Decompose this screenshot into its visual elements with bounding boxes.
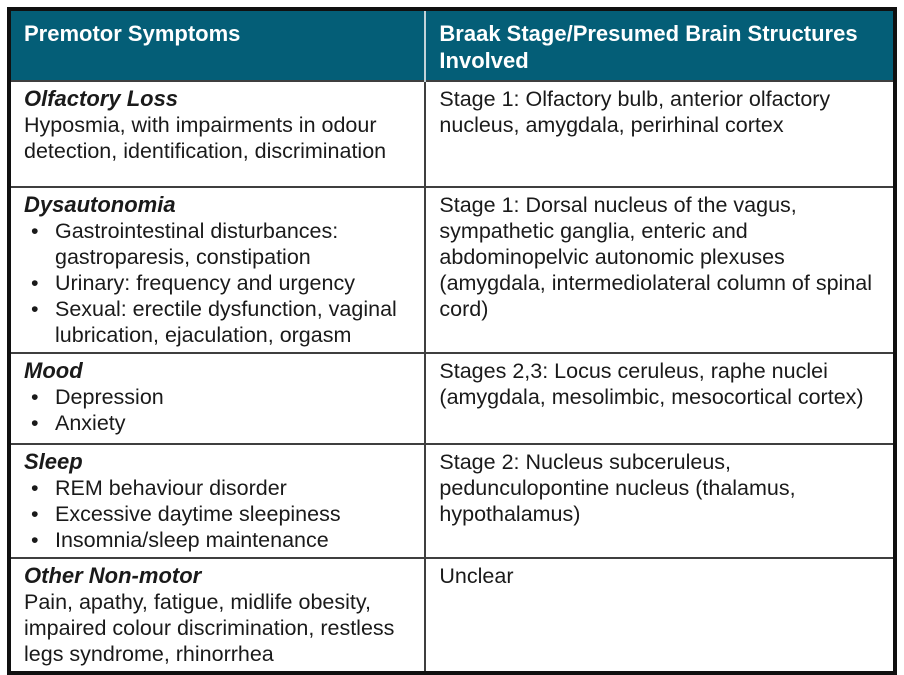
bullet-icon: • (31, 385, 39, 409)
structures-cell: Unclear (425, 557, 895, 673)
list-item-text: Excessive daytime sleepiness (55, 502, 341, 526)
list-item: • Anxiety (24, 410, 414, 436)
list-item-text: Gastrointestinal disturbances: gastropar… (55, 219, 339, 269)
symptom-title: Other Non-motor (24, 563, 202, 588)
symptom-title: Sleep (24, 449, 83, 474)
table-row: Olfactory Loss Hyposmia, with impairment… (9, 80, 895, 187)
list-item-text: Insomnia/sleep maintenance (55, 528, 329, 552)
symptom-bullet-list: • Depression • Anxiety (24, 384, 414, 436)
list-item-text: REM behaviour disorder (55, 476, 287, 500)
bullet-icon: • (31, 528, 39, 552)
list-item-text: Depression (55, 385, 164, 409)
bullet-icon: • (31, 502, 39, 526)
symptom-cell: Olfactory Loss Hyposmia, with impairment… (9, 80, 427, 187)
symptom-cell: Mood • Depression • Anxiety (9, 352, 427, 444)
symptom-title: Mood (24, 358, 83, 383)
symptom-description: Hyposmia, with impairments in odour dete… (24, 113, 387, 163)
structures-cell: Stages 2,3: Locus ceruleus, raphe nuclei… (425, 352, 895, 444)
bullet-icon: • (31, 476, 39, 500)
structures-cell: Stage 1: Dorsal nucleus of the vagus, sy… (425, 186, 895, 353)
table-row: Other Non-motor Pain, apathy, fatigue, m… (9, 557, 895, 673)
table-row: Sleep • REM behaviour disorder • Excessi… (9, 443, 895, 558)
list-item: • REM behaviour disorder (24, 475, 414, 501)
list-item-text: Anxiety (55, 411, 126, 435)
table-row: Dysautonomia • Gastrointestinal disturba… (9, 186, 895, 353)
header-row: Premotor Symptoms Braak Stage/Presumed B… (9, 9, 895, 81)
list-item-text: Urinary: frequency and urgency (55, 271, 355, 295)
list-item: • Excessive daytime sleepiness (24, 501, 414, 527)
bullet-icon: • (31, 219, 39, 243)
symptom-bullet-list: • Gastrointestinal disturbances: gastrop… (24, 218, 414, 348)
symptom-cell: Dysautonomia • Gastrointestinal disturba… (9, 186, 427, 353)
bullet-icon: • (31, 297, 39, 321)
list-item: • Urinary: frequency and urgency (24, 270, 414, 296)
structures-cell: Stage 2: Nucleus subceruleus, pedunculop… (425, 443, 895, 558)
list-item: • Gastrointestinal disturbances: gastrop… (24, 218, 414, 270)
symptom-description: Pain, apathy, fatigue, midlife obesity, … (24, 590, 395, 666)
symptom-title: Dysautonomia (24, 192, 176, 217)
symptom-cell: Other Non-motor Pain, apathy, fatigue, m… (9, 557, 427, 673)
symptom-bullet-list: • REM behaviour disorder • Excessive day… (24, 475, 414, 553)
symptom-cell: Sleep • REM behaviour disorder • Excessi… (9, 443, 427, 558)
bullet-icon: • (31, 271, 39, 295)
table-row: Mood • Depression • Anxiety Stages 2,3: … (9, 352, 895, 444)
premotor-symptoms-table: Premotor Symptoms Braak Stage/Presumed B… (7, 7, 897, 675)
list-item: • Insomnia/sleep maintenance (24, 527, 414, 553)
symptom-title: Olfactory Loss (24, 86, 179, 111)
column-header-premotor-symptoms: Premotor Symptoms (9, 9, 427, 81)
bullet-icon: • (31, 411, 39, 435)
list-item: • Depression (24, 384, 414, 410)
column-header-braak-stage: Braak Stage/Presumed Brain Structures In… (425, 9, 895, 81)
structures-cell: Stage 1: Olfactory bulb, anterior olfact… (425, 80, 895, 187)
list-item: • Sexual: erectile dysfunction, vaginal … (24, 296, 414, 348)
list-item-text: Sexual: erectile dysfunction, vaginal lu… (55, 297, 397, 347)
